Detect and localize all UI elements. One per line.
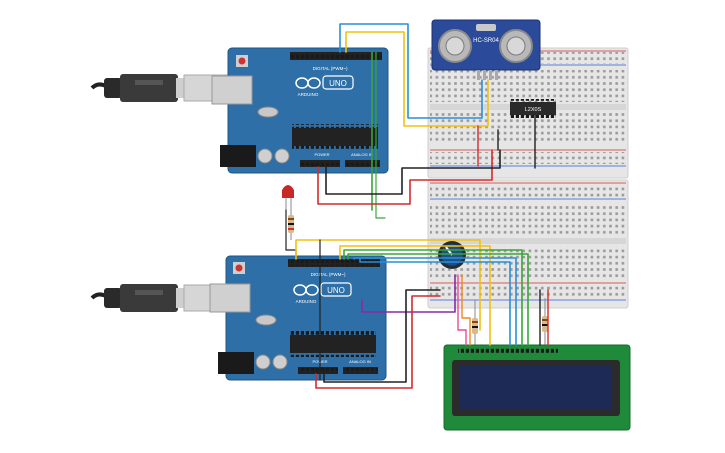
arduino-bottom-header-label: DIGITAL (PWM~) [311, 272, 346, 277]
usb-cable-bottom [90, 284, 229, 312]
arduino-bottom-model: UNO [327, 286, 345, 295]
arduino-top-model: UNO [329, 79, 347, 88]
arduino-top-brand: ARDUINO [298, 92, 319, 97]
arduino-top-analog-label: ANALOG IN [351, 152, 373, 157]
arduino-top-logo: ARDUINO [295, 77, 321, 97]
arduino-bottom-logo: ARDUINO [293, 284, 319, 304]
breadboard-bottom [427, 179, 629, 309]
red-led [282, 185, 294, 210]
arduino-uno-top: DIGITAL (PWM~) ARDUINO UNO POWER ANALOG … [211, 47, 389, 174]
ultrasonic-sensor: HC-SR04 [431, 19, 541, 80]
usb-cable-top [90, 74, 229, 102]
arduino-top-header-label: DIGITAL (PWM~) [313, 66, 348, 71]
sensor-label: HC-SR04 [473, 38, 499, 44]
arduino-uno-bottom: DIGITAL (PWM~) ARDUINO UNO POWER ANALOG … [209, 255, 387, 381]
arduino-bottom-brand: ARDUINO [296, 299, 317, 304]
lcd-display [443, 344, 631, 431]
wires [285, 23, 549, 389]
arduino-top-power-label: POWER [314, 152, 329, 157]
ic-label: L2X0S [525, 107, 542, 113]
resistor-led [288, 210, 294, 240]
resistor-lcd-right [542, 298, 548, 345]
arduino-bottom-analog-label: ANALOG IN [349, 359, 371, 364]
resistor-lcd-left [472, 300, 478, 345]
ic-chip: L2X0S [510, 99, 556, 118]
